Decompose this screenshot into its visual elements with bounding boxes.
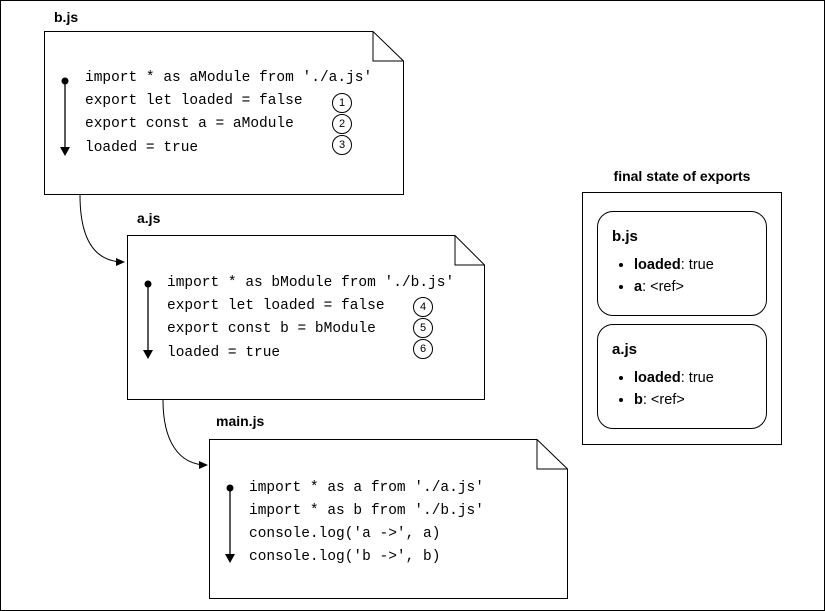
code-line: loaded = true (85, 140, 199, 156)
exports-panel: b.js loaded: true a: <ref> a.js loaded: … (582, 192, 782, 445)
export-value: : <ref> (642, 279, 684, 295)
export-key: loaded (634, 370, 681, 386)
step-marker: 6 (413, 339, 433, 359)
step-marker: 5 (413, 318, 433, 338)
module-doc-b (44, 31, 404, 195)
code-line: console.log('b ->', b) (249, 549, 441, 565)
step-marker: 1 (332, 93, 352, 113)
code-line: import * as bModule from './b.js' (167, 275, 455, 291)
code-line: export let loaded = false (85, 93, 303, 109)
step-marker: 4 (413, 297, 433, 317)
code-line: console.log('a ->', a) (249, 526, 441, 542)
code-line: export const b = bModule (167, 321, 376, 337)
module-title-a: a.js (137, 210, 161, 226)
arrow-a-to-main (162, 399, 208, 469)
execution-order-arrow-b (60, 77, 70, 156)
execution-order-arrow-a (143, 280, 153, 359)
exports-card-a: a.js loaded: true b: <ref> (597, 324, 767, 429)
code-line: import * as aModule from './a.js' (85, 70, 373, 86)
export-value: : true (680, 257, 714, 273)
export-value: : true (680, 370, 714, 386)
exports-card-b: b.js loaded: true a: <ref> (597, 211, 767, 316)
export-value: : <ref> (642, 392, 685, 408)
export-key: a (634, 279, 643, 295)
export-key: loaded (634, 257, 681, 273)
export-item: loaded: true (634, 367, 714, 389)
export-key: b (634, 392, 643, 408)
module-title-b: b.js (54, 9, 79, 25)
module-doc-a (127, 235, 485, 400)
module-title-main: main.js (216, 413, 265, 429)
execution-order-arrow-main (225, 484, 235, 563)
export-item: b: <ref> (634, 389, 714, 411)
exports-list: loaded: true a: <ref> (612, 254, 714, 298)
code-line: export let loaded = false (167, 298, 385, 314)
module-doc-main (209, 439, 568, 599)
step-marker: 2 (332, 114, 352, 134)
exports-card-title: b.js (612, 228, 638, 245)
export-item: loaded: true (634, 254, 714, 276)
arrow-b-to-a (79, 194, 125, 266)
exports-card-title: a.js (612, 341, 638, 358)
export-item: a: <ref> (634, 276, 714, 298)
code-line: import * as a from './a.js' (249, 480, 484, 496)
exports-list: loaded: true b: <ref> (612, 367, 714, 411)
code-line: loaded = true (167, 345, 281, 361)
step-marker: 3 (332, 135, 352, 155)
code-line: import * as b from './b.js' (249, 503, 484, 519)
code-line: export const a = aModule (85, 116, 294, 132)
exports-panel-title: final state of exports (613, 168, 751, 184)
